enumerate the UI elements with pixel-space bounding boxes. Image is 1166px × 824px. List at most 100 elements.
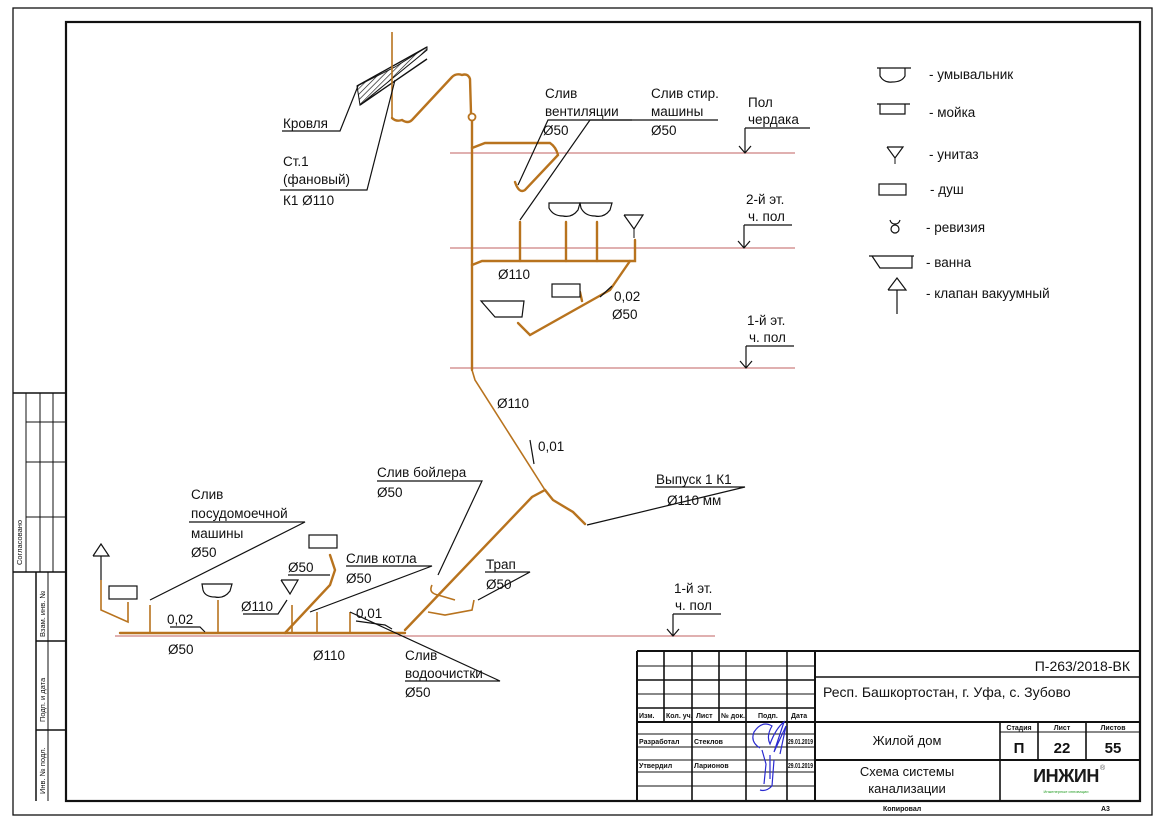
vacuum-valve-icon [887,277,908,291]
label-washer-1: Слив стир. [651,86,719,101]
tb-date-approver: 29.01.2019 [788,763,813,770]
washbasin-icon [548,202,581,217]
tb-object: Жилой дом [873,733,942,748]
label-branch-110: Ø110 [241,599,273,614]
cleanout-icon [890,224,900,234]
label-main-dia-left: Ø50 [168,642,194,657]
label-roof: Кровля [283,116,328,131]
floor2-branch [470,220,637,337]
logo-text: ИНЖИН [1033,766,1099,786]
title-block: Изм. Кол. уч. Лист № док. Подп. Дата Раз… [636,650,1140,813]
label-washer-2: машины [651,104,703,119]
tb-header-count: Кол. уч. [666,713,693,720]
floor1-main [100,553,475,635]
level-marker-floor1-lower: 1-й эт. ч. пол [666,581,721,637]
svg-text:- ревизия: - ревизия [926,220,985,235]
label-washer-dia: Ø50 [651,123,677,138]
svg-text:ч. пол: ч. пол [748,209,785,224]
floor1-fixtures [92,534,338,600]
vacuum-valve-icon [92,542,111,557]
label-riser-lower-dia: Ø110 [497,396,529,411]
label-dishwasher-2: посудомоечной [191,506,288,521]
legend-item-vacuum-valve: - клапан вакуумный [887,277,1050,314]
tb-name-approver: Ларионов [694,763,729,770]
tb-role-developer: Разработал [639,738,679,746]
level-marker-floor2: 2-й эт. ч. пол [737,192,792,249]
label-vent-2: вентиляции [545,104,619,119]
level-marker-attic: Пол чердака [738,95,810,154]
label-riser-3: К1 Ø110 [283,193,334,208]
tb-document-code: П-263/2018-ВК [1035,658,1131,674]
side-inv-orig: Инв. № подл. [38,747,47,794]
tb-date-developer: 29.01.2019 [788,739,813,746]
inner-frame [64,20,1142,803]
label-floor2-dia: Ø110 [498,267,530,282]
svg-text:ч. пол: ч. пол [675,598,712,613]
legend-item-washbasin: - умывальник [877,67,1013,83]
svg-text:- мойка: - мойка [929,105,976,120]
side-stamp: Согласовано Взам. инв. № Подп. и дата Ин… [13,392,66,801]
label-boiler-dia: Ø50 [377,485,403,500]
legend-item-toilet: - унитаз [886,146,979,164]
svg-text:ч. пол: ч. пол [749,330,786,345]
label-dishwasher-3: машины [191,526,243,541]
tb-stage: П [1014,740,1025,757]
tb-name-developer: Стеклов [694,739,724,746]
bathtub-icon [869,255,914,269]
legend-item-shower: - душ [878,182,964,197]
label-main-slope-left: 0,02 [167,612,193,627]
washbasin-icon [201,583,233,598]
floor-lines [115,152,795,637]
label-boiler2-1: Слив котла [346,551,417,566]
tb-header-doc: № док. [721,712,745,720]
svg-text:- унитаз: - унитаз [929,147,979,162]
floor2-fixtures [479,202,645,318]
label-boiler-1: Слив бойлера [377,465,467,480]
label-floor1-dia: Ø50 [612,307,638,322]
svg-text:- ванна: - ванна [926,255,972,270]
label-dishwasher-1: Слив [191,487,223,502]
label-riser-lower-slope: 0,01 [538,439,564,454]
logo-subtitle: Инженерные инновации [1043,789,1088,794]
label-floor1-slope: 0,02 [614,289,640,304]
tb-format: А3 [1101,806,1110,813]
toilet-icon [623,214,645,231]
label-water-treat-dia: Ø50 [405,685,431,700]
label-branch-50: Ø50 [288,560,314,575]
tb-sheets: 55 [1105,740,1122,757]
shower-icon [551,283,581,298]
tb-header-sheet: Лист [696,713,713,720]
side-inv-replace: Взам. инв. № [38,591,47,637]
legend: - умывальник - мойка - унитаз - душ - ре… [869,67,1050,314]
label-water-treat-1: Слив [405,648,437,663]
svg-text:- клапан вакуумный: - клапан вакуумный [926,286,1050,301]
tb-sheets-label: Листов [1100,725,1126,732]
tb-role-approver: Утвердил [639,763,672,770]
company-logo: ИНЖИН ® Инженерные инновации [1033,764,1106,794]
cleanout-icon [467,112,477,122]
shower-icon [308,534,338,549]
tb-header-change: Изм. [639,713,655,720]
label-trap-1: Трап [486,557,516,572]
outer-frame [12,7,1153,816]
label-outlet-1: Выпуск 1 К1 [656,472,732,487]
legend-item-cleanout: - ревизия [889,219,985,235]
tb-sheet-title-1: Схема системы [860,764,954,779]
side-agreed: Согласовано [15,520,24,565]
label-riser-1: Ст.1 [283,154,309,169]
washbasin-icon [579,202,613,217]
tb-header-date: Дата [791,713,807,720]
attic-branch [470,141,560,193]
svg-text:чердака: чердака [748,112,799,127]
tb-header-sign: Подп. [758,713,778,720]
svg-text:2-й эт.: 2-й эт. [746,192,784,207]
label-trap-dia: Ø50 [486,577,512,592]
svg-text:1-й эт.: 1-й эт. [747,313,785,328]
label-main-dia-mid: Ø110 [313,648,345,663]
tb-sheet-label: Лист [1054,725,1071,732]
label-vent-dia: Ø50 [543,123,569,138]
toilet-icon [886,146,905,160]
leader-lines [149,79,746,682]
annotations: Кровля Ст.1 (фановый) К1 Ø110 Слив венти… [167,86,732,700]
